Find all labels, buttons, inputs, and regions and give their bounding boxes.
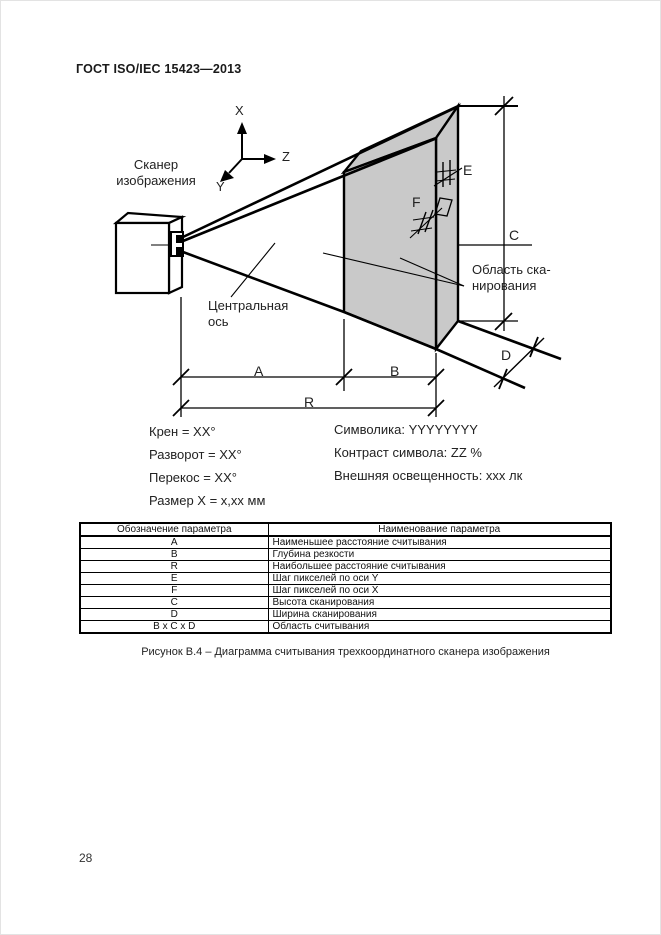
param-name: Наименьшее расстояние считывания	[267, 535, 612, 549]
coordinate-axes	[220, 122, 276, 182]
figure-caption: Рисунок В.4 – Диаграмма считывания трехк…	[141, 646, 550, 658]
dimension-f-label: F	[412, 194, 421, 210]
scan-area-label-line2: нирования	[472, 278, 537, 293]
param-symbol-contrast: Контраст символа: ZZ %	[334, 445, 482, 460]
table-header-designation: Обозначение параметра	[79, 522, 269, 537]
scan-volume	[340, 102, 462, 353]
scanner-box	[112, 211, 187, 295]
param-designation: R	[79, 560, 269, 573]
dimension-d-label: D	[501, 347, 512, 363]
dimension-lines-abr	[172, 297, 445, 417]
page-number: 28	[79, 851, 93, 865]
leader-lines	[230, 242, 465, 298]
pixel-pitch-e-mark	[433, 160, 463, 187]
param-designation: D	[79, 608, 269, 621]
param-name: Глубина резкости	[267, 548, 612, 561]
scan-area-label: Область ска- нирования	[472, 262, 551, 294]
param-name: Шаг пикселей по оси Y	[267, 572, 612, 585]
param-rotation: Разворот = XX°	[149, 447, 242, 462]
image-scanner-label-line2: изображения	[116, 173, 196, 188]
param-symbology: Символика: YYYYYYYY	[334, 422, 478, 437]
param-name: Шаг пикселей по оси X	[267, 584, 612, 597]
param-size-x: Размер X = x,xx мм	[149, 493, 266, 508]
dimension-a-label: A	[254, 363, 264, 379]
param-designation: C	[79, 596, 269, 609]
param-name: Высота сканирования	[267, 596, 612, 609]
image-scanner-label-line1: Сканер	[133, 157, 179, 172]
scan-rays	[182, 104, 562, 390]
table-header-name: Наименование параметра	[267, 522, 612, 537]
central-axis-label-line1: Центральная	[208, 298, 289, 313]
param-designation: B x C x D	[79, 620, 269, 634]
param-designation: A	[79, 535, 269, 549]
table-header-row: Обозначение параметра Наименование парам…	[79, 522, 612, 537]
doc-header: ГОСТ ISO/IEC 15423—2013	[76, 62, 242, 76]
dimension-e-label: E	[463, 162, 473, 178]
param-designation: B	[79, 548, 269, 561]
parameters-right-column: Символика: YYYYYYYY Контраст символа: ZZ…	[334, 422, 522, 491]
pixel-pitch-f-mark	[409, 197, 453, 239]
dimension-c	[458, 96, 532, 331]
axis-z-label: Z	[282, 149, 290, 164]
param-designation: F	[79, 584, 269, 597]
param-ambient-light: Внешняя освещенность: xxx лк	[334, 468, 523, 483]
dimension-c-label: C	[509, 227, 520, 243]
axis-y-label: Y	[216, 179, 225, 194]
dimension-ticks	[172, 368, 445, 417]
scan-area-label-line1: Область ска-	[472, 262, 551, 277]
dimension-b-label: B	[390, 363, 400, 379]
param-name: Область считывания	[267, 620, 612, 634]
parameter-table: Обозначение параметра Наименование парам…	[79, 522, 612, 634]
param-tilt: Крен = XX°	[149, 424, 216, 439]
axis-x-label: X	[235, 103, 244, 118]
central-axis-label: Центральная ось	[208, 298, 288, 330]
param-name: Ширина сканирования	[267, 608, 612, 621]
dimension-r-label: R	[304, 394, 315, 410]
param-designation: E	[79, 572, 269, 585]
param-name: Наибольшее расстояние считывания	[267, 560, 612, 573]
parameters-left-column: Крен = XX° Разворот = XX° Перекос = XX° …	[149, 424, 265, 516]
param-skew: Перекос = XX°	[149, 470, 237, 485]
figure-b4-diagram	[112, 96, 562, 417]
dimension-d	[493, 336, 545, 390]
image-scanner-label: Сканер изображения	[106, 157, 206, 189]
scanner-aperture	[170, 231, 184, 257]
central-axis-label-line2: ось	[208, 314, 229, 329]
